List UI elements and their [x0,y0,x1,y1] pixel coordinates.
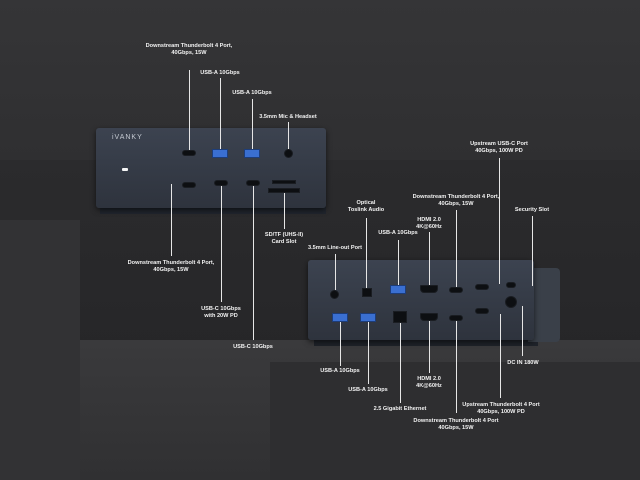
dock-back-panel [308,260,534,340]
back-optical-port [362,288,372,297]
callout-line-hdmi-bottom [429,321,430,373]
label-tb4-left-line1: Downstream Thunderbolt 4 Port, [127,260,215,266]
label-hdmi-bottom: HDMI 2.0 4K@60Hz [409,376,449,390]
front-tb4-port-bottom [182,182,196,188]
label-upstream-c: Upstream USB-C Port 40Gbps, 100W PD [464,141,534,155]
label-usba-top1: USB-A 10Gbps [200,70,240,76]
power-led [122,168,128,171]
callout-line-security [532,216,533,286]
callout-line-usba-b1 [340,322,341,366]
label-usbc-pd: USB-C 10Gbps with 20W PD [191,306,251,320]
back-tb4-port-bottom [449,315,463,321]
back-hdmi-port-bottom [420,313,438,321]
brand-logo: iVANKY [112,134,143,141]
label-upstream-tb4-line1: Upstream Thunderbolt 4 Port [462,402,540,408]
label-usba-b2: USB-A 10Gbps [348,387,388,393]
callout-line-usba-top2 [252,99,253,149]
label-sd: SD/TF (UHS-II) Card Slot [254,232,314,246]
front-usbc-pd-port [214,180,228,186]
back-security-slot [506,282,516,288]
label-upstream-c-line1: Upstream USB-C Port [470,141,528,147]
callout-line-ethernet [400,323,401,403]
back-hdmi-port-top [420,285,438,293]
front-usba-port-1 [212,149,228,158]
callout-line-tb4-top [189,70,190,150]
label-hdmi-top-line2: 4K@60Hz [416,224,442,230]
callout-line-dcin [522,306,523,356]
dock-front-panel [96,128,326,208]
label-hdmi-bottom-line1: HDMI 2.0 [417,376,441,382]
label-optical-line1: Optical [356,200,376,206]
label-tb4-bottom: Downstream Thunderbolt 4 Port 40Gbps, 15… [404,418,508,432]
label-upstream-c-line2: 40Gbps, 100W PD [475,148,523,154]
callout-line-usba-b2 [368,322,369,384]
label-hdmi-bottom-line2: 4K@60Hz [416,383,442,389]
label-mic: 3.5mm Mic & Headset [259,114,317,120]
label-upstream-tb4: Upstream Thunderbolt 4 Port 40Gbps, 100W… [456,402,546,416]
label-tb4-top: Downstream Thunderbolt 4 Port, 40Gbps, 1… [139,43,239,57]
label-tb4-bottom-line2: 40Gbps, 15W [438,425,474,431]
back-dc-in-port [505,296,517,308]
label-lineout: 3.5mm Line-out Port [307,245,363,251]
label-tb4-back-top: Downstream Thunderbolt 4 Port, 40Gbps, 1… [406,194,506,208]
label-tb4-left-line2: 40Gbps, 15W [153,267,189,273]
front-usbc-port [246,180,260,186]
callout-line-usbc [253,186,254,340]
label-optical: Optical Toslink Audio [336,200,396,214]
callout-line-lineout [335,254,336,290]
callout-line-upstream-c [499,158,500,284]
label-hdmi-top-line1: HDMI 2.0 [417,217,441,223]
back-lineout-jack [330,290,339,299]
callout-line-optical [366,218,367,288]
label-optical-line2: Toslink Audio [347,207,385,213]
back-usba-port-3 [390,285,406,294]
label-tb4-left: Downstream Thunderbolt 4 Port, 40Gbps, 1… [121,260,221,274]
callout-line-tb4-bottom [456,321,457,413]
front-sd-slot [268,188,300,193]
callout-line-usba-back [398,240,399,285]
callout-line-tb4-back-top [456,210,457,287]
front-tf-slot [272,180,296,184]
label-dcin: DC IN 180W [507,360,539,366]
back-ethernet-port [393,311,407,323]
label-tb4-top-line1: Downstream Thunderbolt 4 Port, [145,43,233,49]
label-tb4-back-top-line1: Downstream Thunderbolt 4 Port, [412,194,500,200]
callout-line-usba-top1 [220,78,221,149]
label-usbc-pd-line2: with 20W PD [204,313,238,319]
label-sd-line2: Card Slot [271,239,297,245]
label-upstream-tb4-line2: 40Gbps, 100W PD [477,409,525,415]
label-tb4-back-top-line2: 40Gbps, 15W [438,201,474,207]
background-pedestal [270,362,640,480]
callout-line-upstream-tb4 [500,314,501,398]
front-tb4-port-top [182,150,196,156]
label-usbc: USB-C 10Gbps [233,344,273,350]
background-wall [0,220,80,480]
callout-line-sd [284,193,285,229]
callout-line-tb4-left [171,184,172,256]
back-usba-port-1 [332,313,348,322]
back-usba-port-2 [360,313,376,322]
callout-line-mic [288,122,289,149]
back-upstream-usbc-port [475,284,489,290]
label-ethernet: 2.5 Gigabit Ethernet [373,406,427,412]
label-usba-top2: USB-A 10Gbps [232,90,272,96]
label-hdmi-top: HDMI 2.0 4K@60Hz [409,217,449,231]
label-sd-line1: SD/TF (UHS-II) [264,232,304,238]
callout-line-usbc-pd [221,186,222,302]
back-tb4-port-top [449,287,463,293]
label-usbc-pd-line1: USB-C 10Gbps [201,306,241,312]
label-tb4-top-line2: 40Gbps, 15W [171,50,207,56]
callout-line-hdmi-top [429,232,430,285]
label-usba-back: USB-A 10Gbps [378,230,418,236]
front-usba-port-2 [244,149,260,158]
back-upstream-tb4-port [475,308,489,314]
front-mic-jack [284,149,293,158]
label-security: Security Slot [514,207,550,213]
label-tb4-bottom-line1: Downstream Thunderbolt 4 Port [413,418,499,424]
label-usba-b1: USB-A 10Gbps [320,368,360,374]
